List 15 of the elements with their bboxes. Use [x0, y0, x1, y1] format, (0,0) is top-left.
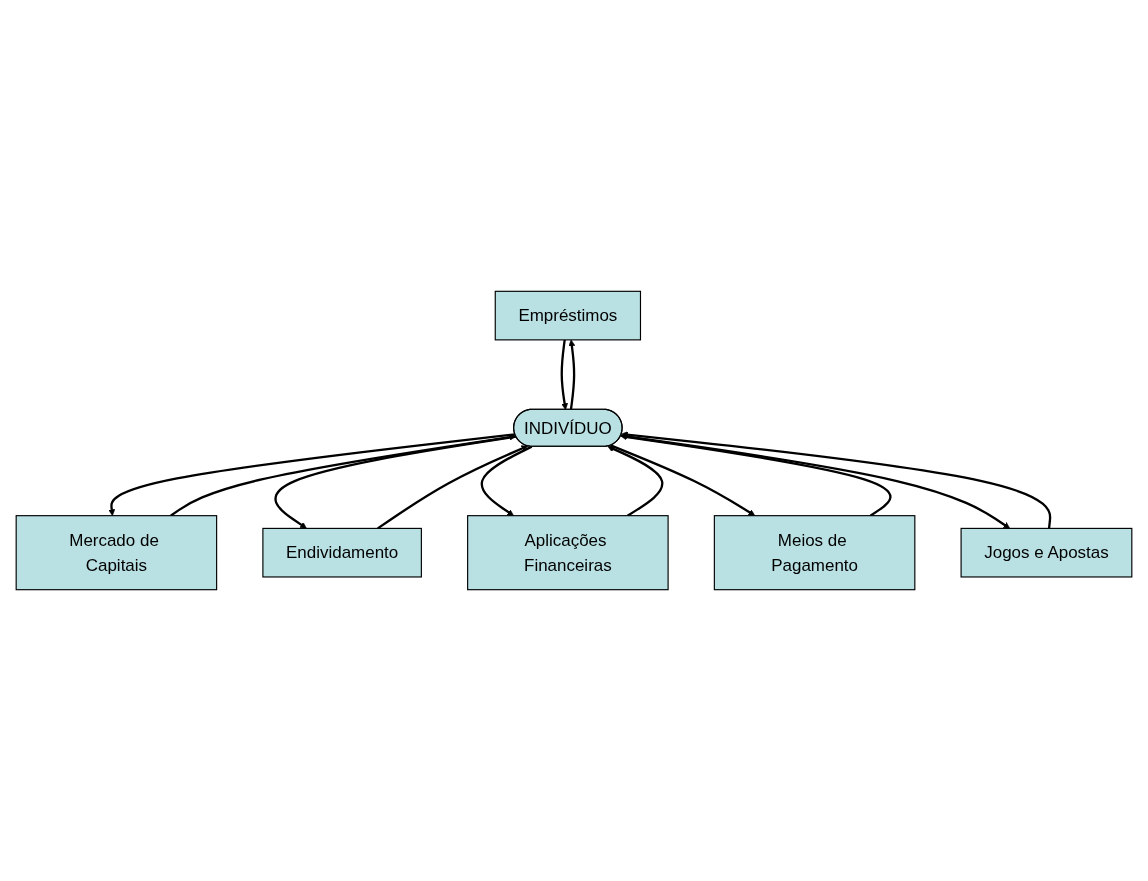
node-box: Jogos e Apostas — [960, 527, 1133, 578]
arrow — [274, 435, 517, 529]
arrow — [108, 433, 516, 516]
node-box: Mercado de Capitais — [15, 515, 218, 591]
arrow — [170, 433, 517, 517]
arrow — [560, 339, 568, 410]
node-box: Aplicações Financeiras — [467, 515, 669, 591]
arrow — [607, 445, 664, 517]
arrow — [377, 445, 529, 530]
arrow — [610, 444, 756, 516]
node-box: Meios de Pagamento — [713, 515, 916, 591]
arrow — [480, 445, 533, 516]
node-box: Empréstimos — [494, 290, 642, 341]
node-box: Endividamento — [262, 527, 422, 578]
arrow — [568, 339, 576, 410]
